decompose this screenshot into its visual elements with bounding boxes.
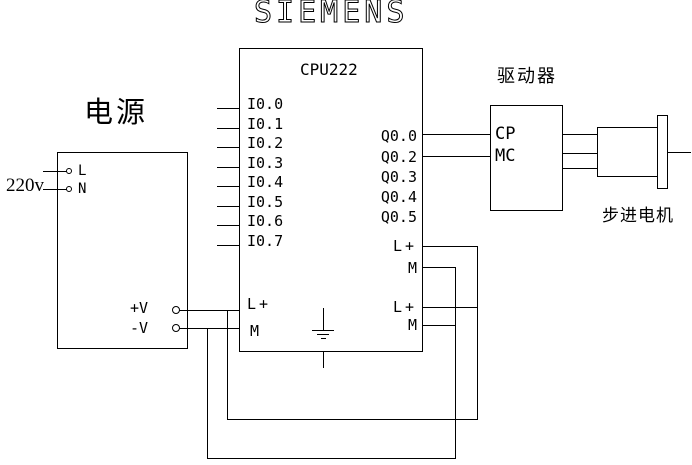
input-stub-i07 <box>217 245 239 246</box>
wire-driver-motor-3 <box>562 168 597 169</box>
input-stub-i06 <box>217 225 239 226</box>
wire-lplus-bus-drop <box>227 310 228 419</box>
terminal-live-label: L <box>78 163 87 179</box>
input-stub-i05 <box>217 206 239 207</box>
input-label-i02: I0.2 <box>247 134 284 152</box>
wire-driver-motor-1 <box>562 134 597 135</box>
ground-stub-below-box <box>323 351 324 368</box>
terminal-positive-label: +V <box>130 299 149 317</box>
voltage-label: 220v <box>6 175 44 196</box>
input-stub-i00 <box>217 108 239 109</box>
driver-pin-cp-label: CP <box>495 124 516 144</box>
motor-label: 步进电机 <box>602 206 674 225</box>
input-stub-i04 <box>217 186 239 187</box>
diagram-title: SIEMENS <box>253 0 409 30</box>
input-stub-i01 <box>217 128 239 129</box>
ground-stem <box>323 308 324 330</box>
plc-left-lplus-label: L+ <box>247 295 272 313</box>
output-label-q00: Q0.0 <box>380 127 417 145</box>
ground-bar-3 <box>321 338 326 339</box>
terminal-negative-label: -V <box>130 319 149 337</box>
plc-box <box>239 48 423 352</box>
plc-right-lplus1-label: L+ <box>392 237 417 255</box>
input-label-i07: I0.7 <box>247 232 284 250</box>
output-label-q02: Q0.2 <box>380 148 417 166</box>
wire-m-bus-bottom <box>207 458 456 459</box>
input-label-i03: I0.3 <box>247 154 284 172</box>
terminal-circle-live <box>66 168 72 174</box>
wire-positive-to-lplus <box>179 310 239 311</box>
terminal-circle-neutral <box>66 186 72 192</box>
output-label-q04: Q0.4 <box>380 188 417 206</box>
ground-bar-2 <box>317 334 329 335</box>
terminal-neutral-label: N <box>78 181 87 197</box>
driver-label: 驱动器 <box>497 66 557 86</box>
motor-body <box>597 127 658 177</box>
input-label-i04: I0.4 <box>247 173 284 191</box>
wire-m-bus-drop <box>207 328 208 458</box>
output-label-q05: Q0.5 <box>380 208 417 226</box>
wire-q00-to-cp <box>422 134 490 135</box>
wire-mains-live <box>43 171 67 172</box>
wire-right-lplus2 <box>422 307 477 308</box>
power-supply-box <box>57 152 188 349</box>
input-stub-i03 <box>217 167 239 168</box>
input-stub-i02 <box>217 147 239 148</box>
input-label-i00: I0.0 <box>247 95 284 113</box>
wire-negative-to-m <box>179 328 239 329</box>
wire-lplus-bus-bottom <box>227 419 478 420</box>
plc-right-lplus2-label: L+ <box>392 298 417 316</box>
wire-right-lplus1 <box>422 246 477 247</box>
wire-lplus-bus-rise <box>477 246 478 419</box>
driver-box <box>490 105 563 211</box>
wire-q02-to-mc <box>422 156 490 157</box>
driver-pin-mc-label: MC <box>495 146 516 166</box>
output-label-q03: Q0.3 <box>380 168 417 186</box>
ground-bar-1 <box>312 330 334 331</box>
motor-shaft <box>667 152 691 153</box>
plc-left-m-label: M <box>250 322 260 340</box>
wire-right-m2 <box>422 325 455 326</box>
plc-model-label: CPU222 <box>300 60 358 79</box>
plc-right-m2-label: M <box>407 316 417 334</box>
input-label-i05: I0.5 <box>247 193 284 211</box>
wire-driver-motor-2 <box>562 153 597 154</box>
input-label-i06: I0.6 <box>247 212 284 230</box>
input-label-i01: I0.1 <box>247 115 284 133</box>
wire-right-m1 <box>422 267 455 268</box>
wire-m-bus-rise <box>455 267 456 458</box>
plc-right-m1-label: M <box>407 259 417 277</box>
power-supply-label: 电源 <box>84 97 149 129</box>
wire-mains-neutral <box>43 189 67 190</box>
